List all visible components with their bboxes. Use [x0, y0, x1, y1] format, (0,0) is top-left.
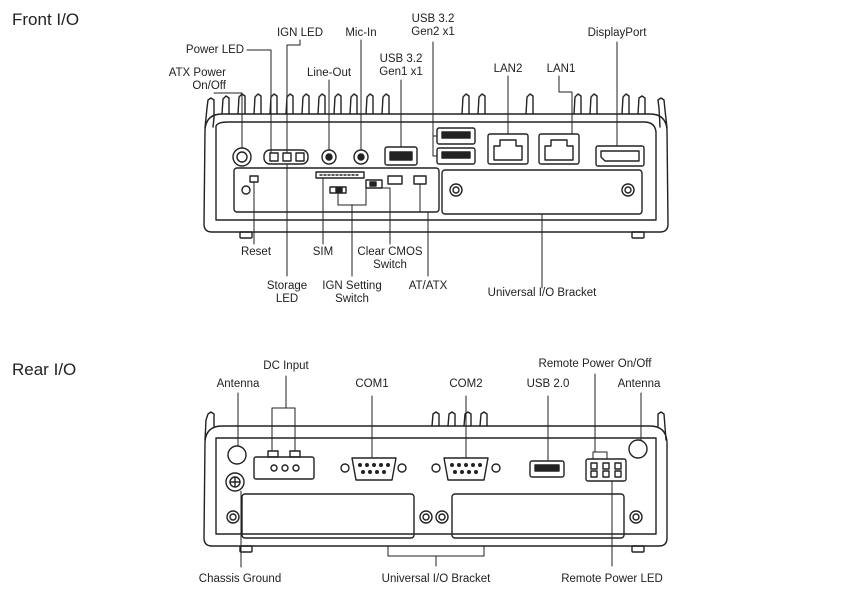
label-atx-power-line1: ATX Power	[168, 67, 226, 79]
atx-power-button[interactable]	[232, 147, 252, 167]
front-heatsink-fins	[204, 93, 668, 129]
remote-power-connector[interactable]	[585, 458, 627, 482]
rear-bracket-screws	[226, 510, 643, 524]
label-displayport: DisplayPort	[587, 27, 647, 39]
rear-heatsink-fins	[204, 411, 667, 441]
label-usb20: USB 2.0	[526, 378, 570, 390]
label-power-led: Power LED	[185, 44, 245, 56]
front-io-heading: Front I/O	[12, 10, 80, 29]
label-antenna-right: Antenna	[617, 378, 661, 390]
front-bracket-screw-left	[449, 183, 463, 197]
label-atx-power: ATX Power On/Off	[160, 67, 226, 93]
label-dc-input: DC Input	[263, 360, 309, 372]
label-ign-setting: IGN Setting Switch	[317, 280, 387, 306]
label-rear-universal-bracket: Universal I/O Bracket	[381, 573, 491, 585]
at-atx-switch[interactable]	[413, 175, 427, 185]
label-chassis-ground: Chassis Ground	[198, 573, 282, 585]
label-mic-in: Mic-In	[345, 27, 377, 39]
status-led-panel	[263, 149, 309, 165]
line-out-jack[interactable]	[321, 149, 337, 165]
ign-setting-switch[interactable]	[329, 186, 347, 194]
label-ign-led: IGN LED	[276, 27, 323, 39]
label-antenna-left: Antenna	[216, 378, 260, 390]
usb32-gen2-port-top[interactable]	[436, 127, 476, 145]
label-usb32-gen2-line2: Gen2 x1	[411, 26, 455, 38]
rear-leader-lines	[237, 373, 642, 568]
usb32-gen2-port-bottom[interactable]	[436, 147, 476, 165]
label-clear-cmos-line2: Switch	[373, 259, 407, 271]
label-remote-power-onoff: Remote Power On/Off	[538, 358, 652, 370]
label-usb32-gen2-line1: USB 3.2	[411, 13, 455, 25]
com2-port[interactable]	[431, 457, 501, 481]
dc-input-connector[interactable]	[253, 450, 315, 480]
label-front-universal-bracket: Universal I/O Bracket	[487, 287, 597, 299]
label-ign-setting-line1: IGN Setting	[322, 280, 382, 292]
com1-port[interactable]	[340, 457, 407, 481]
rear-io-heading: Rear I/O	[12, 360, 77, 379]
label-usb32-gen1-line2: Gen1 x1	[379, 66, 423, 78]
label-clear-cmos: Clear CMOS Switch	[350, 246, 430, 272]
usb32-gen1-port[interactable]	[384, 146, 418, 166]
displayport-port[interactable]	[595, 145, 645, 167]
usb20-port[interactable]	[529, 460, 565, 478]
antenna-left-hole	[227, 445, 247, 465]
label-com1: COM1	[355, 378, 389, 390]
label-line-out: Line-Out	[306, 67, 352, 79]
sim-slot[interactable]	[315, 171, 365, 179]
lan1-port[interactable]	[538, 133, 580, 165]
rear-chassis	[203, 411, 668, 553]
label-remote-power-led: Remote Power LED	[561, 573, 663, 585]
bay-screw-left	[241, 185, 251, 195]
front-bracket-screw-right	[621, 183, 635, 197]
label-usb32-gen2: USB 3.2 Gen2 x1	[403, 13, 463, 39]
mic-in-jack[interactable]	[353, 149, 369, 165]
front-leader-lines	[213, 39, 618, 289]
reset-button[interactable]	[249, 175, 259, 183]
label-storage-led: Storage LED	[262, 280, 312, 306]
label-usb32-gen1-line1: USB 3.2	[379, 53, 423, 65]
label-clear-cmos-line1: Clear CMOS	[357, 246, 423, 258]
label-at-atx: AT/ATX	[408, 280, 448, 292]
clear-cmos-switch[interactable]	[365, 179, 383, 189]
label-sim: SIM	[312, 246, 334, 258]
chassis-ground-screw[interactable]	[225, 472, 245, 492]
label-storage-led-line2: LED	[275, 293, 299, 305]
label-lan2: LAN2	[493, 63, 523, 75]
label-lan1: LAN1	[546, 63, 576, 75]
clear-cmos-switch-2[interactable]	[387, 175, 403, 185]
label-storage-led-line1: Storage	[266, 280, 308, 292]
antenna-right-hole	[628, 439, 648, 459]
lan2-port[interactable]	[487, 133, 529, 165]
label-reset: Reset	[240, 246, 272, 258]
label-atx-power-line2: On/Off	[192, 80, 226, 92]
label-ign-setting-line2: Switch	[335, 293, 369, 305]
label-com2: COM2	[449, 378, 483, 390]
label-usb32-gen1: USB 3.2 Gen1 x1	[371, 53, 431, 79]
